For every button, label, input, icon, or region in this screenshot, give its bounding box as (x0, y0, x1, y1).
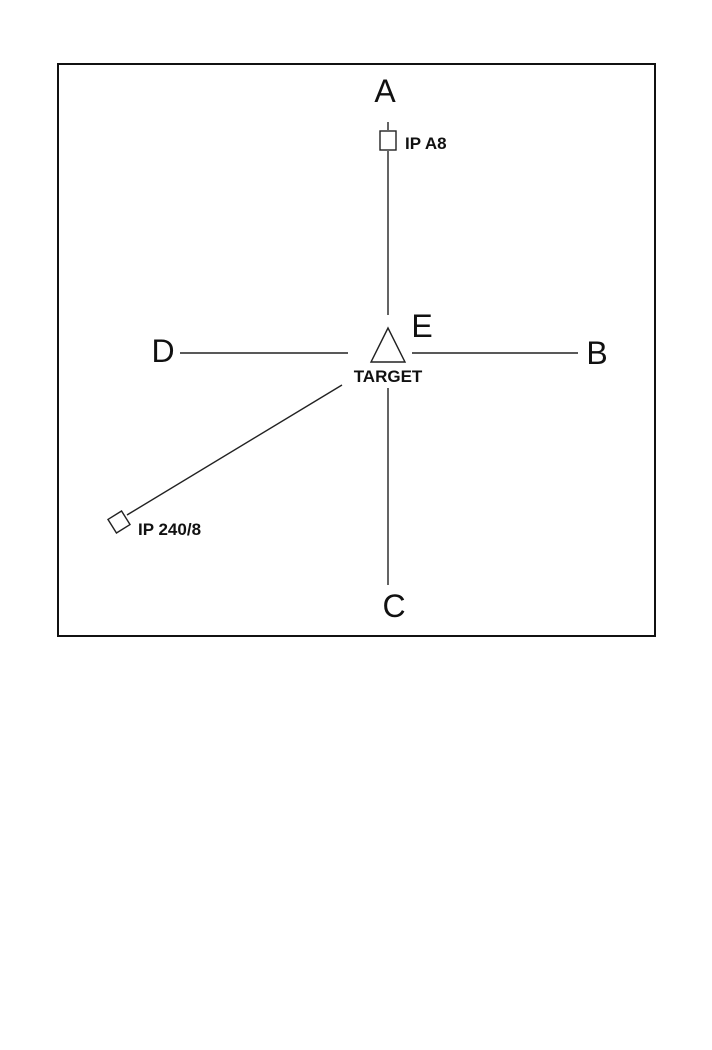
target-triangle-icon (369, 326, 407, 363)
label-south: C (382, 588, 405, 624)
diagram-frame (57, 63, 656, 637)
ip-southwest-square-icon (107, 510, 131, 534)
target-label: TARGET (354, 367, 423, 386)
label-north: A (374, 73, 396, 109)
label-west: D (151, 333, 174, 369)
ip-north-square-icon (379, 130, 397, 151)
southwest-approach-line (126, 384, 343, 516)
label-center: E (411, 308, 432, 344)
ip-north-label: IP A8 (405, 134, 447, 153)
ip-southwest-label: IP 240/8 (138, 520, 201, 539)
label-east: B (586, 335, 607, 371)
